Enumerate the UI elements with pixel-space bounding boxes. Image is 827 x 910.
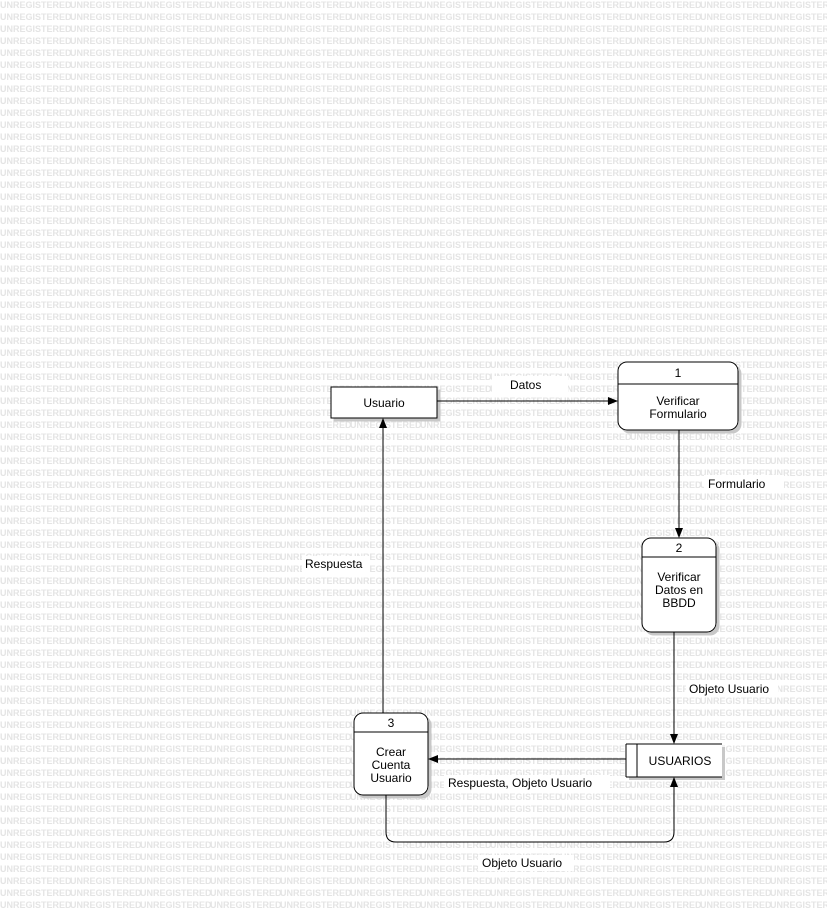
process-1-verificar-formulario[interactable]: 1 Verificar Formulario [617,361,739,431]
process-number: 1 [675,366,682,380]
process-label-line: Formulario [649,407,707,421]
process-3-crear-cuenta-usuario[interactable]: 3 Crear Cuenta Usuario [353,712,429,796]
flow-respuesta-objeto-usuario[interactable]: Respuesta, Objeto Usuario [428,755,626,791]
process-label-line: Verificar [657,570,700,584]
flow-label: Objeto Usuario [482,856,562,870]
process-label-line: BBDD [662,596,696,610]
flow-respuesta[interactable]: Respuesta [302,418,387,713]
entity-label: Usuario [363,396,405,410]
process-label-line: Datos en [655,583,703,597]
process-2-verificar-datos-bbdd[interactable]: 2 Verificar Datos en BBDD [641,537,717,633]
flow-label: Formulario [708,477,766,491]
flow-datos[interactable]: Datos [437,376,618,405]
flow-label: Datos [510,378,541,392]
process-label-line: Usuario [370,771,412,785]
flow-formulario[interactable]: Formulario [675,430,784,538]
datastore-usuarios[interactable]: USUARIOS [625,743,722,778]
flow-label: Respuesta, Objeto Usuario [448,776,592,790]
flow-label: Respuesta [305,557,363,571]
datastore-label: USUARIOS [649,754,712,768]
flow-label: Objeto Usuario [689,682,769,696]
process-label-line: Crear [376,745,406,759]
entity-usuario[interactable]: Usuario [330,386,438,419]
process-number: 3 [388,716,395,730]
flow-objeto-usuario-to-store[interactable]: Objeto Usuario [670,632,778,744]
flow-objeto-usuario-to-store-bottom[interactable]: Objeto Usuario [385,777,678,871]
process-label-line: Verificar [656,394,699,408]
process-number: 2 [676,541,683,555]
process-label-line: Cuenta [372,758,411,772]
